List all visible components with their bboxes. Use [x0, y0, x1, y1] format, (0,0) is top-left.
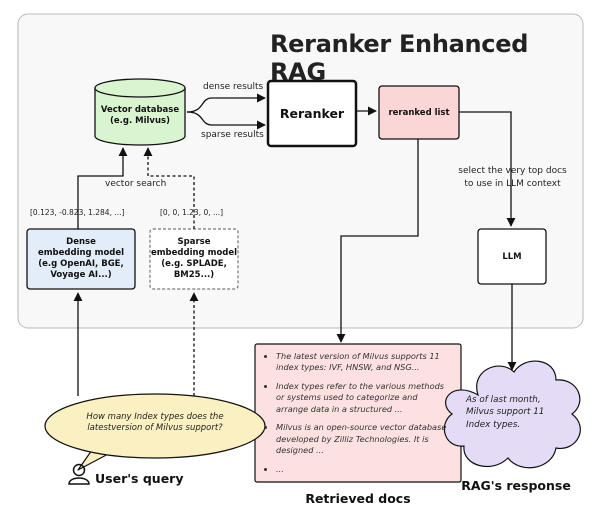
vector-database-line1: Vector database — [100, 104, 180, 115]
user-icon — [68, 463, 90, 485]
reranker-box — [266, 79, 358, 148]
select-top-docs-label: select the very top docs to use in LLM c… — [450, 165, 575, 190]
sparse-results-arrow — [186, 111, 266, 130]
select-top-line2: to use in LLM context — [464, 178, 561, 189]
retrieved-docs-caption: Retrieved docs — [305, 491, 411, 506]
dense-model-line1: Dense — [66, 236, 96, 247]
reranker-label: Reranker — [279, 106, 345, 121]
diagram-title: Reranker Enhanced RAG — [270, 30, 529, 86]
retrieved-doc-item: ... — [276, 464, 452, 475]
sparse-vector-values: [0, 0, 1.23, 0, ...] — [160, 208, 224, 217]
users-query-caption: User's query — [95, 471, 184, 486]
sparse-vector-search-arrow — [143, 147, 195, 229]
response-line3: Index types. — [466, 419, 521, 430]
sparse-model-line2: embedding model — [150, 247, 238, 258]
retrieved-doc-item: Index types refer to the various methods… — [276, 381, 452, 415]
sparse-results-label: sparse results — [201, 130, 264, 140]
list-to-llm-arrow — [459, 111, 516, 227]
dense-model-line3: (e.g OpenAI, BGE, — [38, 259, 124, 269]
dense-vector-values: [0.123, -0.823, 1.284, ...] — [30, 208, 125, 217]
query-speech-bubble — [44, 393, 266, 471]
query-line1: How many Index types does the — [86, 412, 224, 422]
retrieved-doc-item: Milvus is an open-source vector database… — [276, 422, 452, 456]
retrieved-doc-item: The latest version of Milvus supports 11… — [276, 351, 452, 374]
rag-response-text: As of last month, Milvus support 11 Inde… — [466, 394, 566, 431]
response-line2: Milvus support 11 — [466, 407, 545, 418]
dense-model-line2: embedding model — [37, 247, 125, 258]
sparse-model-line4: BM25...) — [173, 270, 215, 281]
response-line1: As of last month, — [466, 395, 541, 405]
dense-vector-search-arrow — [77, 147, 128, 229]
sparse-embedding-model-label: Sparse embedding model (e.g. SPLADE, BM2… — [150, 229, 238, 289]
query-line2: latestversion of Milvus support? — [87, 423, 223, 434]
retrieved-docs-list: The latest version of Milvus supports 11… — [256, 345, 460, 481]
vector-database-cylinder — [94, 78, 186, 146]
reranked-list-label: reranked list — [388, 107, 450, 118]
query-text: How many Index types does the latestvers… — [55, 412, 255, 435]
vector-database-label: Vector database (e.g. Milvus) — [95, 100, 185, 132]
dense-results-label: dense results — [203, 82, 264, 92]
dense-model-line4: Voyage AI...) — [50, 270, 112, 281]
list-to-docs-arrow — [336, 139, 419, 343]
sparse-model-line1: Sparse — [177, 236, 211, 247]
vector-database-line2: (e.g. Milvus) — [110, 116, 170, 126]
select-top-line1: select the very top docs — [458, 166, 567, 176]
sparse-model-line3: (e.g. SPLADE, — [161, 259, 227, 269]
dense-results-arrow — [186, 93, 266, 113]
llm-label: LLM — [502, 251, 522, 262]
dense-embedding-model-box — [26, 228, 136, 290]
response-cloud — [443, 360, 581, 469]
rag-response-caption: RAG's response — [461, 478, 571, 493]
vector-search-label: vector search — [105, 179, 167, 189]
dense-embedding-model-label: Dense embedding model (e.g OpenAI, BGE, … — [27, 229, 135, 289]
